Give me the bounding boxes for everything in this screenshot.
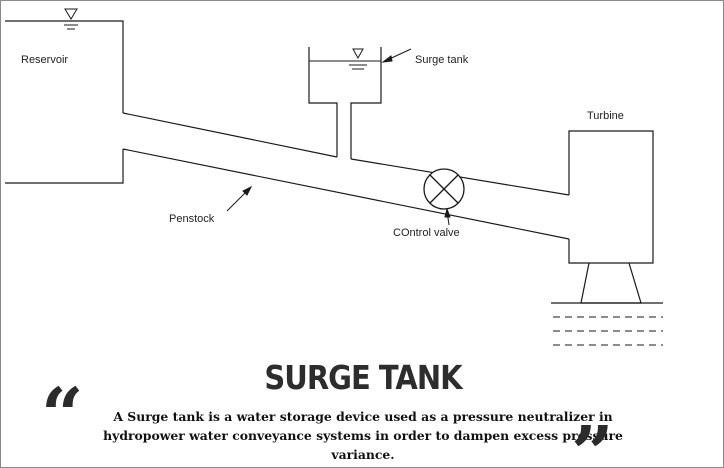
penstock-bottom-wall: [122, 148, 570, 240]
water-level-triangle-icon: [61, 8, 81, 30]
open-quote-icon: “: [41, 373, 84, 459]
description-caption: A Surge tank is a water storage device u…: [103, 409, 623, 462]
control-valve-label: COntrol valve: [393, 227, 460, 239]
penstock-label: Penstock: [169, 213, 215, 225]
penstock-top-wall: [122, 112, 338, 158]
surge-tank-label: Surge tank: [415, 54, 469, 66]
reservoir-lower-outline: [5, 149, 124, 184]
draft-tube: [580, 262, 642, 304]
reservoir-label: Reservoir: [21, 54, 69, 66]
arrow-icon: [226, 185, 253, 212]
surge-tank-outline: [308, 47, 338, 157]
close-quote-icon: ”: [571, 411, 614, 468]
turbine-label: Turbine: [587, 110, 624, 122]
turbine-housing: [568, 130, 654, 264]
water-level-triangle-icon: [309, 48, 381, 70]
reservoir-outline: [5, 20, 124, 113]
arrow-icon: [444, 207, 451, 226]
arrow-icon: [381, 48, 412, 63]
page-title: SURGE TANK: [264, 358, 462, 398]
tailrace-water: [553, 316, 663, 346]
valve-icon: [423, 168, 465, 210]
surge-tank-outline-right: [350, 47, 382, 159]
